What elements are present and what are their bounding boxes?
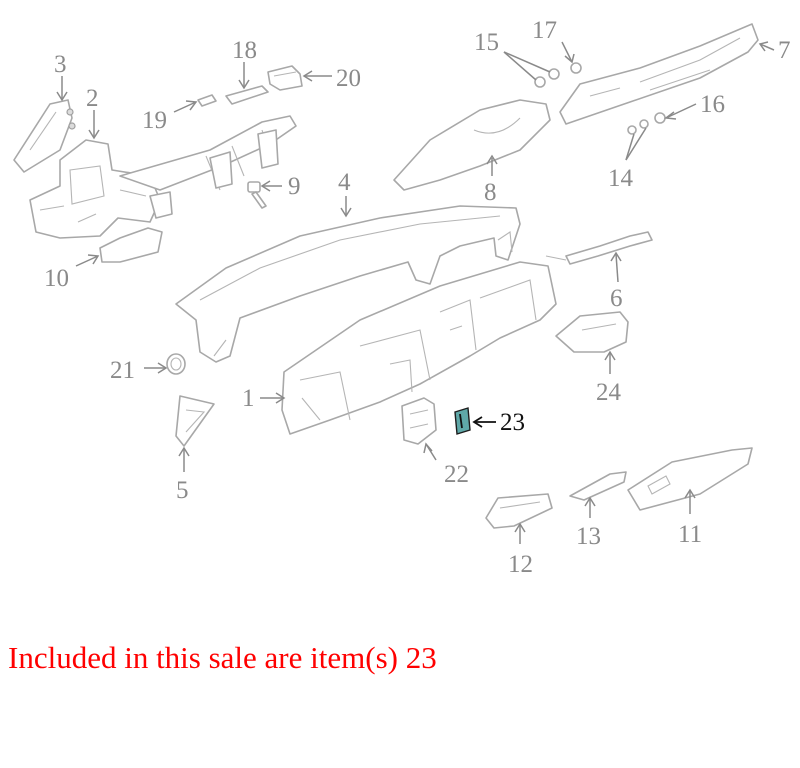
callout-15: 15: [474, 29, 499, 56]
callout-13: 13: [576, 523, 601, 550]
callout-4: 4: [338, 169, 351, 196]
part-12-handle: [485, 493, 553, 529]
part-3-side-bracket: [13, 99, 76, 173]
callout-11: 11: [678, 521, 702, 548]
callout-12: 12: [508, 551, 533, 578]
callout-23-selected: 23: [500, 409, 525, 436]
part-8-cluster-bezel: [393, 99, 551, 191]
callout-10: 10: [44, 265, 69, 292]
part-24-bin: [555, 311, 629, 353]
bulbs-group: [534, 62, 666, 135]
callout-6: 6: [610, 285, 623, 312]
callout-labels: 3 2 18 19 20 9 4 10 15 17 7 16 14 8 6 24…: [44, 17, 791, 578]
callout-21: 21: [110, 357, 135, 384]
part-5-side-cover: [175, 395, 215, 447]
callout-5: 5: [176, 477, 189, 504]
callout-1: 1: [242, 385, 255, 412]
part-2-left-support: [29, 139, 161, 239]
leader-lines: [56, 41, 775, 544]
part-22-bracket: [401, 397, 437, 445]
part-19-clip: [197, 94, 217, 107]
callout-16: 16: [700, 91, 725, 118]
callout-3: 3: [54, 51, 67, 78]
part-11-door: [627, 447, 753, 511]
sale-caption: Included in this sale are item(s) 23: [8, 640, 437, 675]
cross-beam: [119, 115, 297, 219]
parts-diagram: 3 2 18 19 20 9 4 10 15 17 7 16 14 8 6 24…: [13, 17, 791, 578]
callout-22: 22: [444, 461, 469, 488]
leader-23-selected: [472, 416, 496, 428]
callout-2: 2: [86, 85, 99, 112]
part-6-defrost-duct: [545, 231, 653, 265]
part-4-dash-pad: [175, 205, 521, 363]
part-13-trim: [569, 471, 627, 501]
callout-19: 19: [142, 107, 167, 134]
part-9-fastener: [247, 181, 267, 209]
part-20-vent: [267, 65, 303, 91]
part-1-dash-frame: [281, 261, 557, 435]
part-18-strip: [225, 85, 269, 105]
callout-9: 9: [288, 173, 301, 200]
callout-14: 14: [608, 165, 634, 192]
part-23-highlighted: [454, 407, 471, 435]
callout-18: 18: [232, 37, 257, 64]
callout-7: 7: [778, 37, 791, 64]
part-21-knob: [166, 353, 186, 375]
part-10-panel: [99, 227, 163, 263]
callout-24: 24: [596, 379, 622, 406]
callout-8: 8: [484, 179, 497, 206]
callout-20: 20: [336, 65, 361, 92]
part-7-trim-panel: [559, 23, 759, 125]
callout-17: 17: [532, 17, 557, 44]
